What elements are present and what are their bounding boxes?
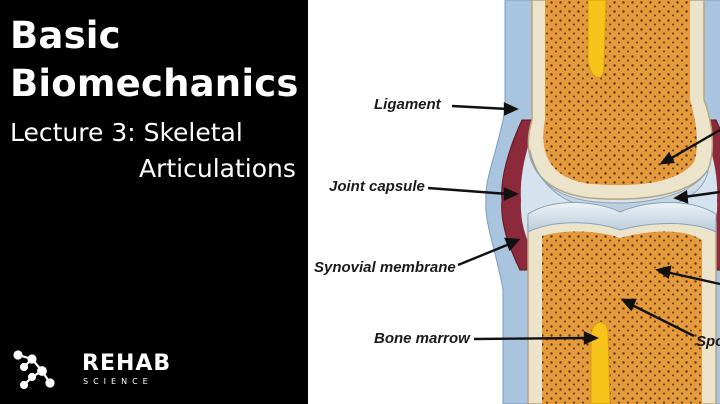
brand-name: REHAB <box>82 351 172 376</box>
label-bone-marrow: Bone marrow <box>374 330 470 347</box>
arrow-bone-marrow <box>473 336 589 341</box>
subtitle-line-1: Lecture 3: Skeletal <box>10 118 243 147</box>
arrow-joint-capsule <box>427 186 509 196</box>
lower-cartilage <box>527 201 717 233</box>
arrowhead-spongy-bone <box>620 298 637 312</box>
diagram-panel: Ligament Joint capsule Synovial membrane… <box>308 0 720 404</box>
title-panel: Basic Biomechanics Lecture 3: Skeletal A… <box>0 0 308 404</box>
label-synovial-membrane: Synovial membrane <box>314 259 456 276</box>
arrow-right-1 <box>667 128 720 162</box>
label-joint-capsule: Joint capsule <box>329 178 425 195</box>
lower-marrow <box>590 321 611 404</box>
slide-title: Basic Biomechanics <box>10 12 299 108</box>
arrow-synovial-membrane <box>457 241 513 267</box>
arrowhead-synovial-membrane <box>504 237 521 252</box>
arrowhead-bone-marrow <box>583 331 599 345</box>
arrowhead-right-1 <box>659 151 675 165</box>
knee-joint-diagram <box>427 0 720 404</box>
subtitle-line-2: Articulations <box>139 154 296 183</box>
arrowhead-joint-capsule <box>503 187 519 201</box>
arrow-right-3 <box>665 270 720 286</box>
rehab-science-logo: REHAB SCIENCE <box>10 345 180 393</box>
arrowhead-right-3 <box>655 265 672 280</box>
title-line-2: Biomechanics <box>10 62 299 105</box>
molecule-icon <box>13 350 55 390</box>
arrowhead-ligament <box>503 102 519 116</box>
title-line-1: Basic <box>10 14 121 57</box>
arrow-ligament <box>451 104 509 111</box>
arrowhead-right-2 <box>673 189 689 204</box>
upper-spongy-bone <box>543 0 697 186</box>
upper-marrow <box>587 0 607 79</box>
label-ligament: Ligament <box>374 96 441 113</box>
brand-tagline: SCIENCE <box>83 377 153 386</box>
lower-spongy-bone <box>542 231 702 404</box>
arrow-right-2 <box>683 190 720 199</box>
arrow-spongy-bone <box>629 302 695 338</box>
label-spongy-bone-partial: Spo <box>696 333 720 350</box>
